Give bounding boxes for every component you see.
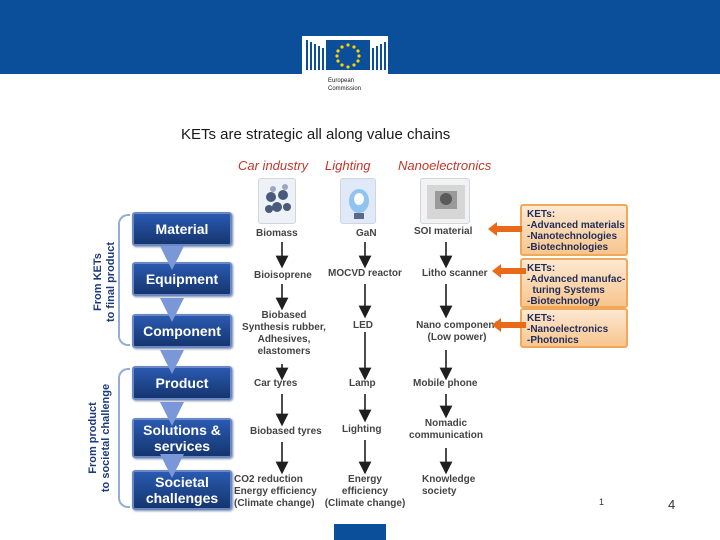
orange-arrow-material — [488, 222, 522, 236]
lighting-product: Lamp — [349, 378, 376, 390]
lighting-societal-line2: efficiency — [341, 486, 389, 497]
stage-product-label: Product — [155, 375, 209, 391]
lighting-societal: Energy efficiency (Climate change) — [314, 474, 416, 510]
stage-material-label: Material — [155, 221, 209, 237]
kets-panel-2-line2: -Advanced manufac- — [527, 274, 626, 285]
logo-line1: European — [328, 78, 354, 84]
kets-panel-1-line4: -Biotechnologies — [527, 242, 609, 253]
nano-solutions: Nomadic communication — [400, 418, 492, 442]
lighting-solutions-text: Lighting — [342, 424, 382, 435]
lighting-societal-line1: Energy — [348, 474, 382, 485]
car-component-line3: Adhesives, — [257, 334, 311, 345]
nano-component: Nano component (Low power) — [408, 320, 506, 344]
nano-component-line2: (Low power) — [427, 332, 487, 343]
lighting-equipment-text: MOCVD reactor — [328, 268, 402, 279]
lighting-societal-line3: (Climate change) — [324, 498, 406, 509]
nano-societal-line1: Knowledge — [422, 474, 476, 485]
car-equipment: Bioisoprene — [254, 270, 312, 282]
stage-societal-label: Societal — [155, 474, 209, 490]
biomass-molecule-image — [258, 178, 296, 224]
car-equipment-text: Bioisoprene — [254, 270, 312, 281]
lighting-component: LED — [353, 320, 373, 332]
lighting-solutions: Lighting — [342, 424, 381, 436]
kets-panel-component: KETs: -Nanoelectronics -Photonics — [520, 308, 628, 348]
column-arrows — [275, 242, 453, 475]
slide-number: 1 — [599, 497, 605, 507]
car-product-text: Car tyres — [254, 378, 298, 389]
lower-bracket — [118, 368, 130, 508]
lighting-equipment: MOCVD reactor — [328, 268, 402, 280]
car-material: Biomass — [256, 228, 298, 240]
nano-equipment: Litho scanner — [422, 268, 488, 280]
footer-bar — [334, 524, 386, 540]
kets-panel-material: KETs: -Advanced materials -Nanotechnolog… — [520, 204, 628, 256]
car-solutions-text: Biobased tyres — [250, 426, 322, 437]
car-component-line1: Biobased — [261, 310, 307, 321]
kets-panel-2-line1: KETs: — [527, 263, 556, 274]
gan-lightbulb-image — [340, 178, 376, 224]
nano-solutions-line2: communication — [409, 430, 483, 441]
soi-scanner-image — [420, 178, 470, 224]
kets-panel-3-line2: -Nanoelectronics — [527, 324, 609, 335]
kets-panel-3-line1: KETs: — [527, 313, 556, 324]
lighting-material: GaN — [356, 228, 377, 240]
nano-product: Mobile phone — [413, 378, 477, 390]
ec-logo: European Commission — [302, 36, 388, 100]
kets-panel-3-line3: -Photonics — [527, 335, 579, 346]
car-product: Car tyres — [254, 378, 297, 390]
car-component-line2: Synthesis rubber, — [242, 322, 326, 333]
car-material-text: Biomass — [256, 228, 298, 239]
nano-material-text: SOI material — [414, 226, 473, 237]
stage-component-label: Component — [143, 323, 221, 339]
lighting-material-text: GaN — [356, 228, 377, 239]
lighting-product-text: Lamp — [349, 378, 376, 389]
car-societal-line3: (Climate change) — [234, 498, 315, 509]
nano-societal: Knowledge society — [422, 474, 475, 498]
nano-equipment-text: Litho scanner — [422, 268, 488, 279]
upper-bracket — [118, 214, 130, 346]
page-number: 4 — [668, 497, 676, 512]
nano-solutions-line1: Nomadic — [424, 418, 468, 429]
car-component-line4: elastomers — [257, 346, 311, 357]
stage-material: Material — [132, 212, 232, 246]
car-societal: CO2 reduction Energy efficiency (Climate… — [234, 474, 317, 510]
kets-panel-2-line3: turing Systems — [527, 285, 605, 296]
slide-title: KETs are strategic all along value chain… — [181, 126, 451, 143]
orange-arrow-equipment — [492, 264, 526, 278]
orange-arrow-component — [492, 318, 526, 332]
nano-product-text: Mobile phone — [413, 378, 478, 389]
stage-solutions-label: Solutions & — [143, 422, 221, 438]
car-solutions: Biobased tyres — [250, 426, 322, 438]
kets-panel-1-line2: -Advanced materials — [527, 220, 625, 231]
stage-societal-sub: challenges — [145, 490, 219, 506]
kets-panel-equipment: KETs: -Advanced manufac- turing Systems … — [520, 258, 628, 308]
lighting-component-text: LED — [353, 320, 373, 331]
nano-component-line1: Nano component — [416, 320, 498, 331]
kets-panel-1-line1: KETs: — [527, 209, 556, 220]
car-societal-line2: Energy efficiency — [234, 486, 317, 497]
kets-panel-1-line3: -Nanotechnologies — [527, 231, 618, 242]
category-nanoelectronics: Nanoelectronics — [398, 158, 492, 173]
ec-logo-graphic: European Commission — [302, 36, 388, 100]
stage-equipment-label: Equipment — [145, 271, 219, 287]
nano-societal-line2: society — [422, 486, 457, 497]
category-lighting: Lighting — [325, 158, 371, 173]
category-car-industry: Car industry — [238, 158, 309, 173]
logo-line2: Commission — [328, 86, 361, 92]
car-component: Biobased Synthesis rubber, Adhesives, el… — [236, 310, 332, 358]
car-societal-line1: CO2 reduction — [234, 474, 303, 485]
kets-panel-2-line4: -Biotechnology — [527, 296, 600, 307]
nano-material: SOI material — [414, 226, 472, 238]
stage-solutions-sub: services — [153, 438, 211, 454]
